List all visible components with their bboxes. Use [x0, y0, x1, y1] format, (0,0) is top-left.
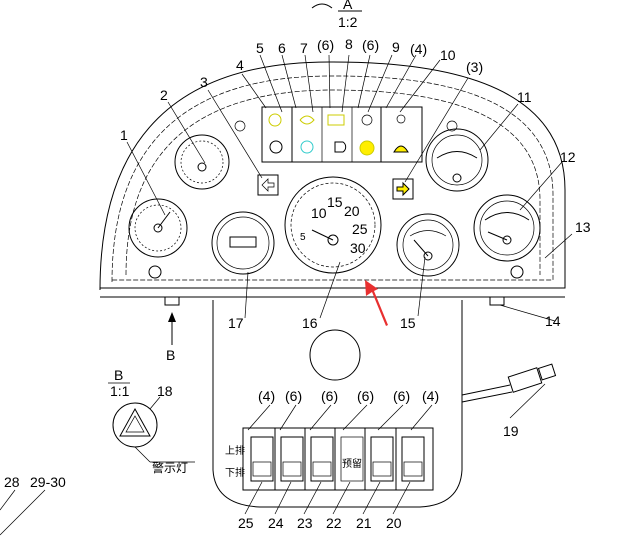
headlight-icon	[334, 141, 347, 153]
switch-qty-labels: (4) (6) (6) (6) (6) (4)	[258, 388, 439, 404]
callout-12: 12	[560, 149, 576, 165]
view-a-label: A	[343, 0, 353, 12]
callout-13: 13	[575, 219, 591, 235]
speed-tick: 10	[311, 205, 327, 221]
warning-lamp-panel	[261, 106, 423, 163]
callout-15: 15	[400, 315, 416, 331]
callout-3: 3	[200, 74, 208, 90]
view-b-label: B	[114, 367, 123, 383]
warning-lamp-label: 警示灯	[152, 460, 188, 475]
gauge-1	[128, 198, 188, 258]
callout-6: 6	[278, 40, 286, 56]
qty-label: (6)	[321, 388, 338, 404]
callout-4: 4	[236, 57, 244, 73]
callout-3b: (3)	[466, 59, 483, 75]
callout-1: 1	[120, 127, 128, 143]
hazard-switch	[112, 402, 158, 448]
fan-icon	[361, 114, 373, 126]
callout-14: 14	[545, 313, 561, 329]
mount-hole	[446, 120, 458, 132]
indicator-yellow	[359, 140, 375, 156]
qty-label: (6)	[393, 388, 410, 404]
callout-18: 18	[157, 383, 173, 399]
callout-23: 23	[297, 515, 313, 531]
view-arrow	[311, 3, 333, 9]
callout-24: 24	[268, 515, 284, 531]
qty-label: (6)	[285, 388, 302, 404]
view-b-scale: 1:1	[110, 383, 130, 399]
seatbelt-icon	[268, 113, 282, 127]
callout-6c: (6)	[362, 37, 379, 53]
callout-29-30: 29-30	[30, 474, 66, 490]
callout-8: 8	[345, 36, 353, 52]
callout-6b: (6)	[317, 37, 334, 53]
speed-tick: 30	[350, 240, 366, 256]
ignition-knob	[309, 329, 361, 381]
connector-cable	[461, 363, 557, 403]
mount-hole	[510, 265, 524, 279]
gauge-17	[211, 211, 275, 275]
callout-5: 5	[256, 40, 264, 56]
speed-tick: 25	[352, 221, 368, 237]
gauge-2	[174, 134, 230, 190]
battery-icon	[327, 114, 345, 126]
speed-tick: 15	[327, 194, 343, 210]
lower-panel	[212, 300, 463, 508]
speed-tick: 20	[344, 203, 360, 219]
gauge-11	[425, 128, 489, 192]
callout-20: 20	[386, 515, 402, 531]
reserved-label: 预留	[342, 457, 362, 470]
mount-hole	[234, 120, 246, 132]
view-a-scale: 1:2	[338, 14, 358, 30]
callout-11: 11	[517, 89, 532, 105]
callout-21: 21	[356, 515, 372, 531]
callout-16: 16	[302, 315, 318, 331]
right-turn-indicator	[392, 178, 414, 200]
callout-2: 2	[160, 87, 168, 103]
mount-hole	[148, 265, 162, 279]
row-upper-label: 上排	[225, 444, 245, 457]
callout-25: 25	[238, 515, 254, 531]
callout-28: 28	[4, 474, 20, 490]
callout-19: 19	[503, 423, 519, 439]
callout-17: 17	[228, 315, 244, 331]
callout-4b: (4)	[410, 41, 427, 57]
gauge-12	[473, 194, 541, 262]
view-b-arrow-label: B	[166, 347, 175, 363]
parking-brake-icon	[269, 140, 283, 154]
cluster-housing	[99, 61, 566, 508]
qty-label: (4)	[258, 388, 275, 404]
qty-label: (6)	[357, 388, 374, 404]
row-lower-label: 下排	[225, 466, 245, 479]
preheat-icon	[393, 145, 409, 153]
switch-panel: 上排 下排 预留	[225, 427, 434, 491]
red-pointer-arrow	[365, 280, 388, 326]
speedometer-16: 5 10 15 20 25 30	[284, 176, 382, 274]
wiper-icon	[396, 114, 406, 124]
callout-9: 9	[392, 39, 400, 55]
oil-icon	[299, 115, 315, 125]
callout-7: 7	[300, 40, 308, 56]
callout-labels: 1 2 3 4 5 6 7 (6) 8 (6) 9 (4) 10 (3) 11 …	[4, 36, 591, 531]
callout-22: 22	[326, 515, 342, 531]
switch-leaders	[244, 404, 433, 515]
gauge-15	[396, 213, 460, 277]
callout-10: 10	[440, 47, 456, 63]
leader-lines	[126, 54, 573, 419]
left-turn-indicator	[257, 174, 279, 196]
qty-label: (4)	[422, 388, 439, 404]
warning-icon	[300, 140, 314, 154]
speed-tick: 5	[300, 232, 306, 243]
